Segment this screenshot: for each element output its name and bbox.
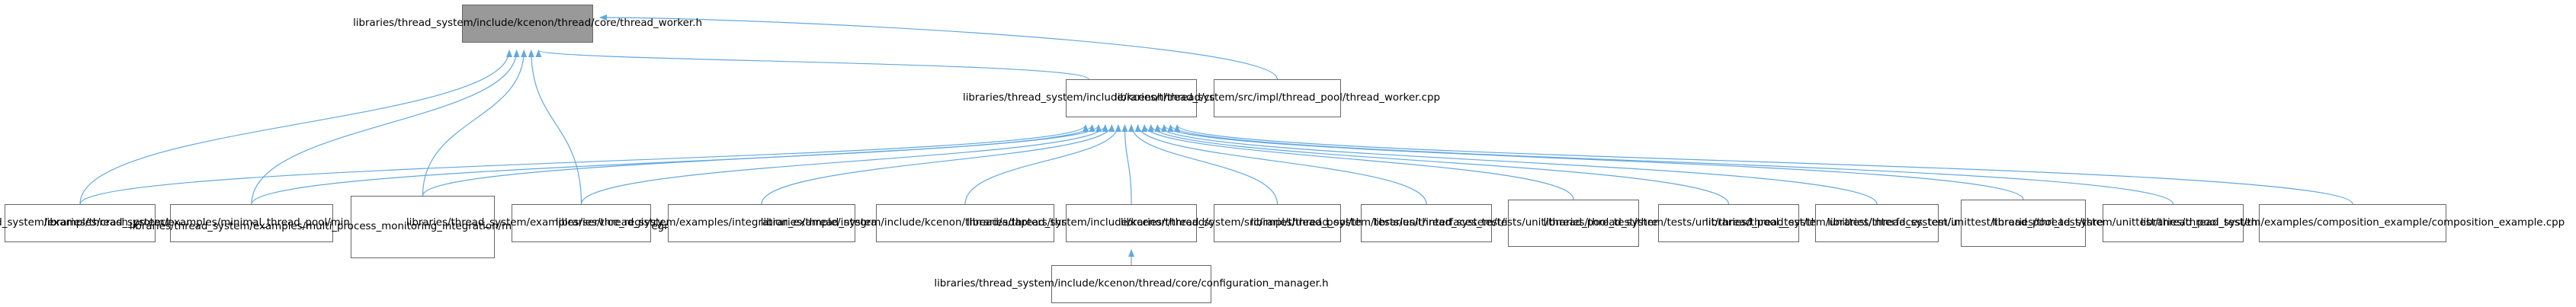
- edge-thread-worker-cpp-to-thread-worker-h: [599, 14, 1278, 80]
- node-label-line: /examples/composition: [2260, 217, 2379, 229]
- edge-minimal-thread-pool-to-thread-pool-h: [251, 124, 1096, 205]
- edge-thread-pool-error-test-unittest-to-thread-pool-h: [1161, 124, 2024, 200]
- edge-thread-pool-h-to-thread-worker-h: [535, 50, 1089, 80]
- node-label-line: libraries/thread_system: [967, 217, 1087, 229]
- edge-thread-pool-error-test-unit-to-thread-pool-h: [1141, 124, 1574, 200]
- node-label-line: libraries/thread_system: [1250, 217, 1371, 229]
- edge-thread-pool-cpp-to-thread-pool-h: [1128, 124, 1278, 205]
- edge-interfaces-test-unit-to-thread-pool-h: [1134, 124, 1427, 205]
- edge-multi-process-monitoring-to-thread-pool-h: [422, 124, 1102, 197]
- node-label-line: /include/kcenon/thread: [473, 18, 592, 29]
- node-label-line: /src/impl/thread_pool: [1234, 92, 1343, 104]
- node-label-line: /examples/multi_process: [249, 221, 377, 232]
- node-label-line: /examples/minimal_thread: [164, 217, 300, 229]
- edge-service-registry-main-to-thread-worker-h: [528, 50, 582, 205]
- node-label-line: /tests/unit/thread_pool: [1663, 217, 1779, 229]
- node-label-line: libraries/thread_system: [0, 217, 44, 229]
- edge-multi-process-monitoring-to-thread-worker-h: [422, 50, 528, 197]
- edge-event-bus-h-to-thread-pool-h: [1121, 124, 1132, 205]
- node-label-line: /include/kcenon/thread: [1086, 217, 1205, 229]
- node-label-line: libraries/thread_system: [1543, 217, 1664, 229]
- node-thread-pool-cpp[interactable]: libraries/thread_system/src/impl/thread_…: [1121, 204, 1434, 242]
- node-label-line: /tests/unit/thread_pool: [1493, 217, 1609, 229]
- edge-integration-example-to-thread-pool-h: [761, 124, 1115, 205]
- node-label-line: libraries/thread_system: [43, 217, 165, 229]
- edge-interfaces-test-unittest-to-thread-pool-h: [1154, 124, 1878, 205]
- node-configuration-manager-h[interactable]: libraries/thread_system/include/kcenon/t…: [934, 265, 1329, 303]
- node-label-line: libraries/thread_system: [2140, 217, 2261, 229]
- node-label-line: /tests/unit/interfaces: [1371, 217, 1477, 229]
- edge-crash-protection-main-to-thread-worker-h: [79, 50, 512, 205]
- node-label-line: libraries/thread_system: [406, 217, 527, 229]
- node-label-line: libraries/thread_system: [1705, 217, 1826, 229]
- node-label-line: /unittest/thread_pool: [2112, 217, 2219, 229]
- edge-minimal-thread-pool-to-thread-worker-h: [251, 50, 520, 205]
- node-label-line: /unittest/interfaces_test: [1825, 217, 1948, 229]
- node-crash-protection-main[interactable]: libraries/thread_system/examples/crash_p…: [0, 204, 236, 242]
- edge-service-registry-main-to-thread-pool-h: [580, 124, 1108, 205]
- node-label-line: /examples/integration: [675, 217, 788, 229]
- node-composition-example[interactable]: libraries/thread_system/examples/composi…: [2141, 204, 2565, 242]
- edge-crash-protection-main-to-thread-pool-h: [79, 124, 1089, 205]
- node-label-line: libraries/thread_system: [1373, 217, 1493, 229]
- node-label-line: libraries/thread_system: [760, 217, 881, 229]
- node-label-line: libraries/thread_system: [1114, 92, 1235, 104]
- edge-thread-pool-executor-to-thread-pool-h: [964, 124, 1121, 205]
- node-label-line: /src/impl/thread_pool: [1240, 217, 1349, 229]
- node-label-line: /core/thread_worker.h: [591, 18, 702, 29]
- node-thread-worker-h[interactable]: libraries/thread_system/include/kcenon/t…: [353, 5, 702, 43]
- node-label-line: /include/kcenon/thread: [1054, 278, 1173, 289]
- node-label-line: libraries/thread_system: [1992, 217, 2112, 229]
- node-label-line: libraries/thread_system: [962, 92, 1083, 104]
- node-label-line: libraries/thread_system: [129, 221, 250, 232]
- node-label-line: libraries/thread_system: [353, 18, 473, 29]
- node-thread-worker-cpp[interactable]: libraries/thread_system/src/impl/thread_…: [1115, 79, 1440, 117]
- node-label-line: /unittest/thread_pool: [1947, 217, 2055, 229]
- node-label-line: libraries/thread_system: [555, 217, 676, 229]
- node-label-line: /examples/service_registry: [526, 217, 664, 229]
- node-label-line: _example/composition_example.cpp: [2379, 217, 2565, 229]
- node-label-line: libraries/thread_system: [1120, 217, 1241, 229]
- edge-thread-pool-test-unittest-to-thread-pool-h: [1167, 124, 2174, 205]
- node-label-line: _monitoring_integration: [376, 221, 499, 232]
- edge-composition-example-to-thread-pool-h: [1174, 124, 2353, 205]
- node-label-line: /core/configuration_manager.h: [1172, 278, 1329, 289]
- edge-thread-pool-test-unit-to-thread-pool-h: [1147, 124, 1730, 205]
- node-label-line: libraries/thread_system: [934, 278, 1054, 289]
- node-label-line: /examples/crash_protection: [43, 217, 186, 229]
- node-label-line: libraries/thread_system: [1827, 217, 1948, 229]
- node-label-line: /thread_worker.cpp: [1342, 92, 1441, 104]
- node-label-line: /include/kcenon/thread: [1083, 92, 1201, 104]
- node-label-line: /include/kcenon/thread: [881, 217, 999, 229]
